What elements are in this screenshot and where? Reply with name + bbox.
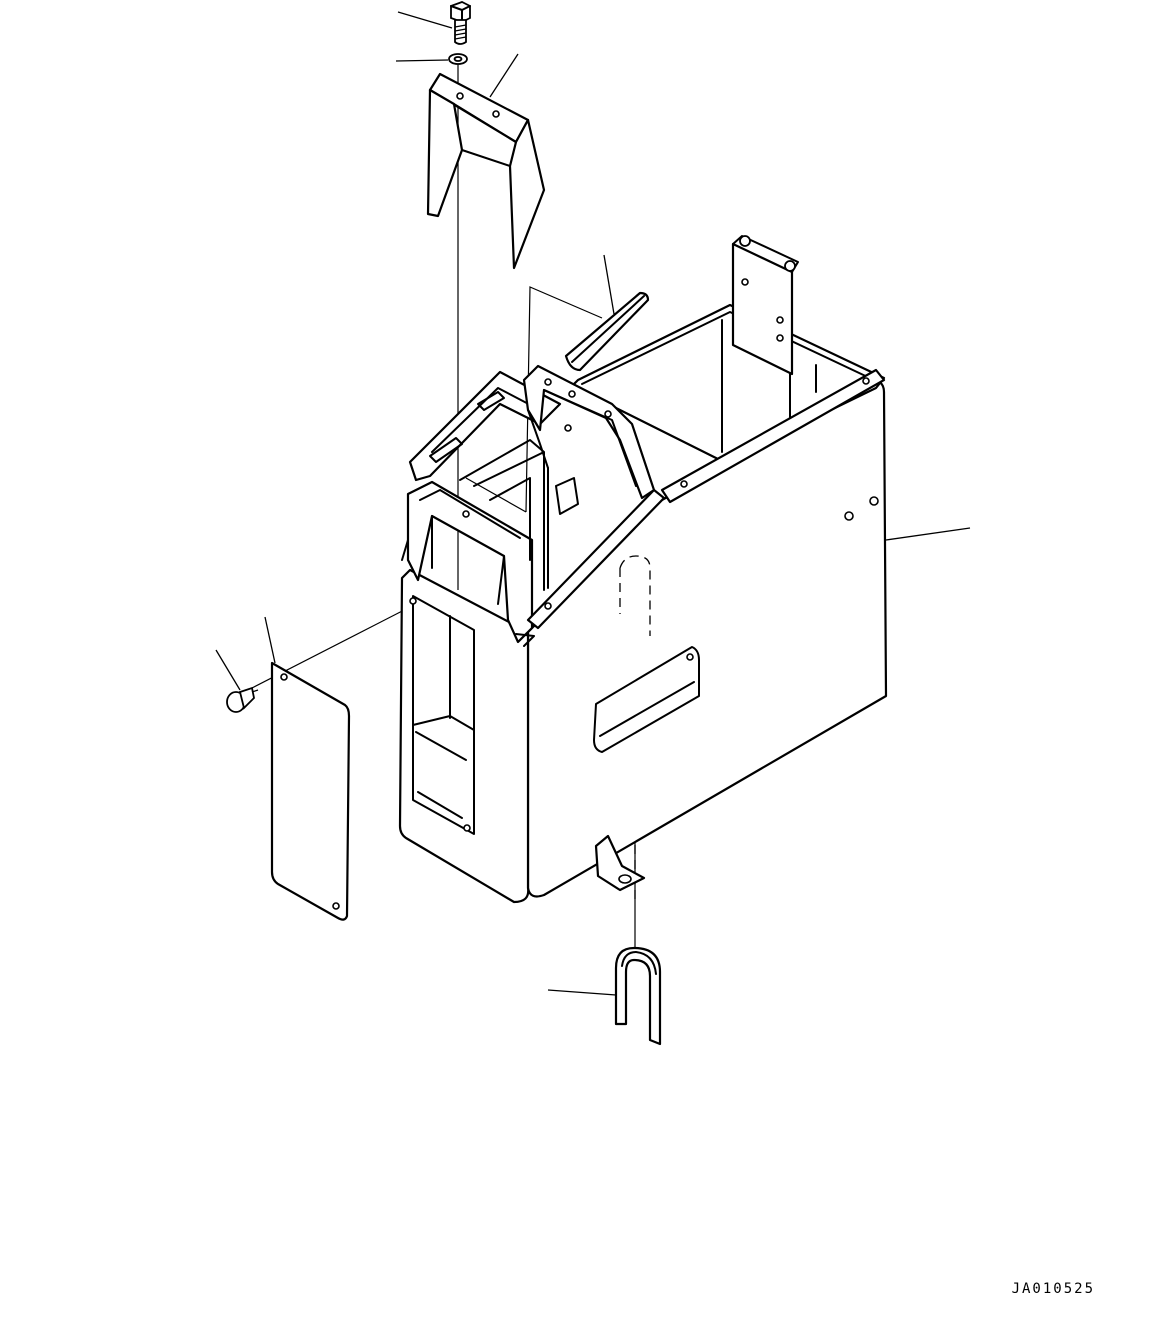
rod-guide-line <box>525 286 603 513</box>
screw-neck <box>238 686 255 710</box>
bracket-cover-inner <box>453 103 517 167</box>
leader-lines <box>215 11 971 996</box>
washer-icon <box>448 53 468 65</box>
side-plate-hole-2 <box>332 902 340 910</box>
front-corner-tab <box>401 539 535 647</box>
leader-screw <box>215 649 241 691</box>
plate-hole-2 <box>776 316 784 324</box>
side-window <box>593 646 700 753</box>
mounting-plate <box>731 242 794 376</box>
bolt-head <box>450 1 471 23</box>
screw-tip <box>251 689 259 693</box>
front-frame-outer <box>406 480 534 644</box>
drawing-reference-code: JA010525 <box>1011 1281 1095 1297</box>
frame-slot-2 <box>477 391 505 411</box>
panel-hole-1 <box>844 511 854 521</box>
leader-bolt <box>397 11 453 29</box>
u-clip-edge <box>621 951 657 975</box>
plate-hole-1 <box>741 278 749 286</box>
front-hole-low <box>463 824 471 832</box>
u-clip-icon <box>614 946 662 1046</box>
leader-side-plate <box>264 616 276 664</box>
hex-bolt-icon <box>450 1 471 45</box>
bolt-shank <box>454 19 467 45</box>
bracket-cover-right-leg <box>508 118 546 270</box>
hidden-slot <box>619 555 651 636</box>
upper-frame-hole-2 <box>568 390 576 398</box>
plate-bolt-2 <box>784 260 796 272</box>
bracket-cover-left-leg <box>426 88 464 218</box>
rail-hole-2 <box>862 377 870 385</box>
side-window-lip <box>599 681 695 737</box>
bolt-thread <box>454 24 467 40</box>
upper-right-frame <box>522 364 656 500</box>
rod-edge <box>571 295 645 363</box>
front-frame-inner <box>419 489 521 605</box>
leader-u-clip <box>547 989 617 996</box>
plate-bolt-1 <box>739 235 751 247</box>
washer-inner <box>453 56 463 62</box>
front-opening-shelf <box>415 731 467 819</box>
upper-frame-hole-4 <box>564 424 572 432</box>
frame-hole-1 <box>462 510 470 518</box>
front-opening <box>412 595 475 835</box>
top-rail <box>660 368 886 504</box>
rail-hole <box>680 480 688 488</box>
rod-guide-branch <box>465 477 527 513</box>
frame-slot-1 <box>429 437 463 463</box>
foot-hole <box>618 874 632 884</box>
leader-rod <box>603 254 615 315</box>
frame-hole-2 <box>544 602 552 610</box>
bracket-cover-icon <box>426 72 546 270</box>
upper-frame-hole-1 <box>544 378 552 386</box>
side-plate-hole-1 <box>280 673 288 681</box>
side-plate <box>270 661 351 921</box>
console-box <box>398 235 888 904</box>
upper-frame-hole-3 <box>604 410 612 418</box>
bracket-hole-2 <box>492 110 500 118</box>
plate-hole-3 <box>776 334 784 342</box>
front-opening-inner <box>412 615 475 731</box>
side-plate-icon <box>270 661 351 921</box>
screw-icon <box>226 686 259 713</box>
console-front-panel <box>398 568 530 904</box>
leader-bracket-cover <box>489 53 519 98</box>
side-window-hole <box>686 653 694 661</box>
u-clip-body <box>614 946 662 1046</box>
leader-console-box <box>885 527 971 541</box>
front-hole <box>409 597 417 605</box>
upper-right-frame-inner <box>527 389 637 487</box>
bracket-hole-1 <box>456 92 464 100</box>
compartment-verticals <box>459 439 549 591</box>
panel-hole-2 <box>869 496 879 506</box>
rod-icon <box>564 291 650 372</box>
bottom-foot-bracket <box>594 834 646 892</box>
leader-washer <box>395 59 449 62</box>
console-right-panel <box>526 378 888 898</box>
front-frame-right-rail <box>526 488 666 630</box>
inner-bracket <box>555 477 579 515</box>
